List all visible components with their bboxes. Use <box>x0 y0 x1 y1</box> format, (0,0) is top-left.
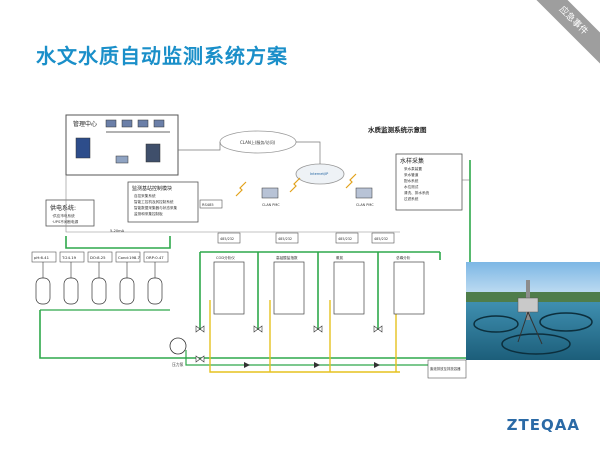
meter-box <box>31 251 57 263</box>
meter-box <box>87 251 113 263</box>
power-system-item: ·供应市电系统 <box>52 213 75 218</box>
meter-label: Cond:198.7 <box>118 255 141 260</box>
water-sampling-item: 采水管道 <box>404 172 419 177</box>
meter-box <box>59 251 85 263</box>
power-system-box <box>45 199 95 227</box>
meter-label: T:24.19 <box>61 255 77 260</box>
server-icon <box>145 143 161 163</box>
control-module-title: 监测基站控制模块 <box>132 185 172 192</box>
analyzer-label: 氨氮 <box>336 255 344 260</box>
rs485-box <box>199 199 223 209</box>
wireless-signal-icon <box>235 181 247 197</box>
drain-label: 废液排放至排放容器 <box>430 366 461 371</box>
control-module-item: 监测和采集控制板 <box>134 211 163 216</box>
mid-label: 5-20mA <box>110 229 125 233</box>
rs485-label: RS485 <box>202 203 214 207</box>
analyzer-box <box>393 261 425 315</box>
analyzer-box <box>273 261 305 315</box>
flow-arrow-icon <box>374 362 380 368</box>
monitor-icon <box>105 119 165 128</box>
converter-box <box>335 232 359 244</box>
power-system-item: ·UPS不间断电源 <box>52 219 79 224</box>
sensor-probe-icons <box>35 277 163 305</box>
laptop-icon <box>115 155 129 164</box>
analyzer-box <box>213 261 245 315</box>
meter-group: pH:6.41 T:24.19 DO:8.25 Cond:198.7 ORP:0… <box>31 251 169 263</box>
control-module-item: 自控采集系统 <box>134 193 156 198</box>
meter-box <box>115 251 141 263</box>
control-module-item: 智能工控机及其控制系统 <box>134 199 174 204</box>
gateway-right-icon <box>355 187 373 199</box>
water-sampling-item: 采水泵装置 <box>404 166 422 171</box>
valve-icons <box>195 325 383 333</box>
pump-icon <box>169 337 187 355</box>
meter-label: pH:6.41 <box>34 255 50 260</box>
water-sampling-item: 过滤系统 <box>404 196 419 201</box>
analyzer-box <box>333 261 365 315</box>
analyzer-label: 总磷分析 <box>396 255 411 260</box>
meter-box <box>143 251 169 263</box>
converter-label: 485/232 <box>374 237 388 241</box>
drain-box <box>427 359 467 379</box>
analyzer-group: COD分析仪 高锰酸盐指数 氨氮 总磷分析 <box>213 255 425 315</box>
control-module-box <box>127 181 199 223</box>
server-rack-icon <box>75 137 91 159</box>
control-module-item: 智能数据采集器与状态采集 <box>134 205 178 210</box>
analyzer-label: 高锰酸盐指数 <box>276 255 298 260</box>
converter-label: 485/232 <box>220 237 234 241</box>
buoy-station-photo <box>466 262 600 360</box>
water-sampling-box <box>395 153 463 211</box>
wireless-signal-icon <box>345 173 357 189</box>
converter-box <box>275 232 299 244</box>
gateway-left-label: CLAN PMC <box>262 203 280 207</box>
converter-box <box>371 232 395 244</box>
wireless-signal-icon <box>289 177 301 193</box>
pump-label: 压力泵 <box>172 362 184 367</box>
converter-label: 485/232 <box>278 237 292 241</box>
power-system-title: 供电系统: <box>50 204 76 212</box>
pump-valve-icon <box>195 355 205 363</box>
water-sampling-title: 水样采集 <box>400 157 424 165</box>
flow-arrow-icon <box>314 362 320 368</box>
management-center-label: 管理中心 <box>73 120 97 128</box>
lan-label: CLAN上(服务/访问) <box>240 139 276 145</box>
page-title: 水文水质自动监测系统方案 <box>36 44 288 68</box>
meter-label: ORP:0.47 <box>146 255 164 260</box>
diagram-title: 水质监测系统示意图 <box>368 125 427 134</box>
water-sampling-item: 配水系统 <box>404 178 419 183</box>
brand-logo: ZTEQAA <box>506 416 580 434</box>
internet-label: Internet/IP <box>310 172 328 176</box>
converter-box <box>217 232 241 244</box>
converter-label: 485/232 <box>338 237 352 241</box>
water-sampling-item: 清洗、排水系统 <box>404 190 430 195</box>
analyzer-label: COD分析仪 <box>216 255 235 260</box>
gateway-left-icon <box>261 187 279 199</box>
water-sampling-item: 水位测试 <box>404 184 419 189</box>
flow-arrow-icon <box>244 362 250 368</box>
gateway-right-label: CLAN PMC <box>356 203 374 207</box>
meter-label: DO:8.25 <box>90 255 106 260</box>
